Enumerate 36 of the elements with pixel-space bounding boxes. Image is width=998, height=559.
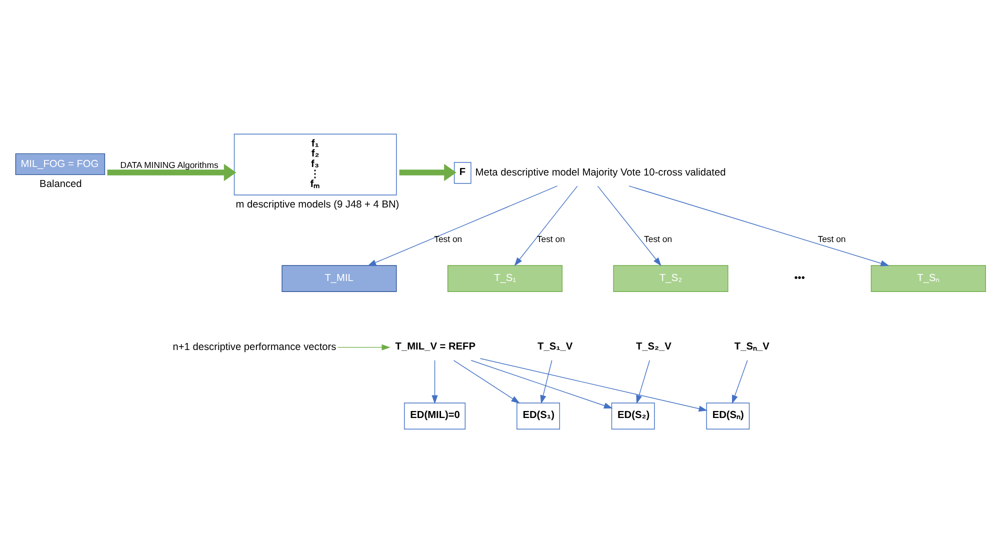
arrow [628, 185, 890, 266]
node-label: Meta descriptive model Majority Vote 10-cross validated [475, 167, 726, 178]
node-box: ED(S₂) [611, 402, 655, 429]
node-box: ED(Sₙ) [706, 402, 750, 429]
node-text: T_MIL_V = REFP [395, 340, 476, 352]
edge-label: Test on [536, 234, 565, 244]
node-text: n+1 descriptive performance vectors [172, 341, 336, 352]
node-box: ED(S₁) [516, 402, 560, 429]
arrow [514, 185, 578, 266]
edge-label: Test on [434, 234, 462, 244]
node-label: m descriptive models (9 J48 + 4 BN) [236, 198, 400, 210]
arrow [338, 344, 390, 350]
node-label: Balanced [40, 178, 82, 190]
label: ••• [794, 272, 805, 284]
node-box: T_MIL [282, 264, 397, 292]
arrow [732, 360, 748, 404]
arrow [399, 163, 456, 181]
arrow [367, 185, 558, 266]
edge-label: Test on [818, 234, 846, 244]
arrow [453, 360, 520, 403]
arrow [432, 360, 438, 404]
edge-label: DATA MINING Algorithms [120, 159, 218, 170]
arrow [470, 360, 613, 408]
edge-label: Test on [644, 234, 672, 244]
arrow [540, 360, 552, 404]
node-box: T_S₁ [447, 264, 563, 292]
arrow [597, 185, 662, 266]
node-text: T_S₁_V [538, 340, 573, 352]
node-box: ED(MIL)=0 [404, 402, 466, 429]
node-text: T_S₂_V [636, 340, 672, 352]
arrow [480, 358, 708, 412]
node-box: T_Sₙ [870, 264, 986, 292]
arrow [107, 163, 236, 181]
node-box: T_S₂ [613, 264, 728, 292]
node-text: T_Sₙ_V [734, 340, 770, 352]
arrow [636, 360, 650, 404]
